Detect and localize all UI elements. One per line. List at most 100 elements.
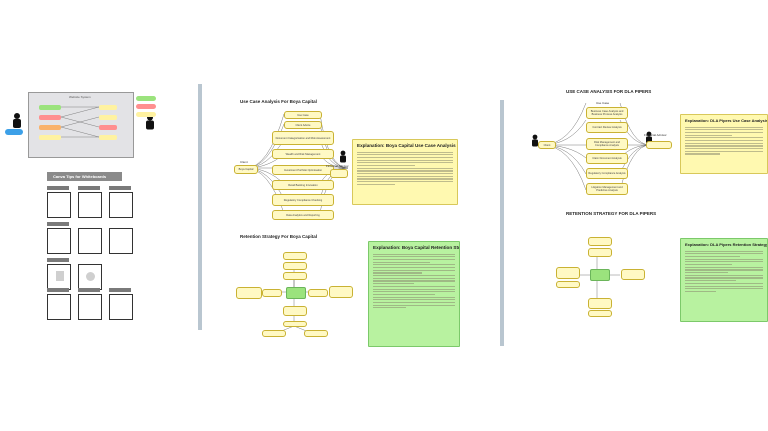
retention-node[interactable] <box>283 252 307 260</box>
tip-card-header <box>47 258 69 262</box>
dla-actor-right-node[interactable] <box>646 141 672 149</box>
tip-card-header <box>78 288 100 292</box>
retention-node[interactable] <box>283 272 307 280</box>
retention-node[interactable] <box>329 286 353 298</box>
dla-retention-node[interactable] <box>588 298 612 309</box>
diagram-node <box>99 135 117 140</box>
boya-use-case-title: Use Case Analysis For Boya Capital <box>240 99 317 104</box>
tip-card-header <box>109 288 131 292</box>
frame-separator <box>500 100 504 346</box>
retention-node[interactable] <box>304 330 328 337</box>
boya-use-case-item[interactable]: Retail Banking Innovation <box>272 180 334 190</box>
retention-node[interactable] <box>308 289 328 297</box>
website-system-diagram[interactable]: Website System <box>28 92 134 158</box>
diagram-connectors <box>60 106 100 138</box>
diagram-node <box>39 125 61 130</box>
boya-use-case-item[interactable]: Regulatory Compliance Checking <box>272 194 334 206</box>
diagram-node <box>99 105 117 110</box>
financial-advisor-icon <box>340 150 346 163</box>
dla-retention-center-node[interactable] <box>590 269 610 281</box>
dla-retention-explanation-box[interactable]: Explanation: DLA Pipers Retention Strate… <box>680 238 768 322</box>
explanation-text-block <box>681 126 767 155</box>
dla-retention-node[interactable] <box>556 281 580 288</box>
boya-center-node[interactable]: Boya Capital <box>234 165 258 174</box>
tip-card[interactable] <box>47 192 71 218</box>
canva-tips-title: Canva Tips for Whiteboards <box>53 174 107 179</box>
tip-card[interactable] <box>47 264 71 290</box>
dla-retention-node[interactable] <box>588 237 612 246</box>
left-panel: Website System Canva Tips for Whiteboard… <box>0 0 200 431</box>
tip-card-header <box>78 186 100 190</box>
dla-use-case-item[interactable]: Business Case Analysis and Business Proc… <box>586 107 628 119</box>
boya-use-case-item[interactable]: Investment Portfolio Optimisation <box>272 165 334 175</box>
tip-card[interactable] <box>109 294 133 320</box>
retention-node[interactable] <box>283 321 307 327</box>
dla-retention-explanation-title: Explanation: DLA Pipers Retention Strate… <box>685 242 768 247</box>
dla-retention-node[interactable] <box>621 269 645 280</box>
actor-label-badge <box>5 129 23 135</box>
boya-actor-left-label: Client <box>240 160 248 164</box>
legend-pill <box>136 96 156 101</box>
boya-right-node[interactable] <box>330 169 348 178</box>
retention-node[interactable] <box>262 330 286 337</box>
boya-actor-right-label: Financial Advisor <box>326 164 349 168</box>
boya-retention-title: Retention Strategy For Boya Capital <box>240 234 318 239</box>
retention-node[interactable] <box>236 287 262 299</box>
retention-center-node[interactable] <box>286 287 306 299</box>
tip-card[interactable] <box>78 192 102 218</box>
boya-use-case-explanation-title: Explanation: Boya Capital Use Case Analy… <box>357 143 456 148</box>
legend-pill <box>136 112 156 117</box>
tip-card-header <box>47 186 69 190</box>
dla-use-case-item[interactable]: Regulatory Compliance Analysis <box>586 168 628 179</box>
boya-retention-explanation-title: Explanation: Boya Capital Retention Stra… <box>373 245 460 250</box>
dla-use-case-item[interactable]: Litigation Management and Predictive Ana… <box>586 183 628 195</box>
retention-node[interactable] <box>283 262 307 270</box>
dla-use-case-item[interactable]: Contract Review Analysis <box>586 122 628 133</box>
tip-card-header <box>109 186 131 190</box>
diagram-node <box>39 115 61 120</box>
dla-retention-node[interactable] <box>556 267 580 279</box>
retention-node[interactable] <box>262 289 282 297</box>
tip-card[interactable] <box>78 228 102 254</box>
dla-actor-left-node[interactable]: Client <box>538 141 556 149</box>
explanation-text-block <box>369 253 459 309</box>
dla-retention-title: RETENTION STRATEGY FOR DLA PIPERS <box>566 211 657 216</box>
diagram-node <box>99 115 117 120</box>
boya-use-case-explanation-box[interactable]: Explanation: Boya Capital Use Case Analy… <box>352 139 458 205</box>
dla-use-case-explanation-title: Explanation: DLA Pipers Use Case Analysi… <box>685 118 768 123</box>
tip-card[interactable] <box>109 228 133 254</box>
boya-use-case-item[interactable]: Client Advice <box>284 121 322 129</box>
explanation-text-block <box>353 151 457 185</box>
boya-use-case-item[interactable]: Wealth and Risk Management <box>272 149 334 159</box>
tip-card[interactable] <box>78 264 102 290</box>
canva-tips-banner[interactable]: Canva Tips for Whiteboards <box>47 172 122 181</box>
diagram-title: Website System <box>69 95 91 99</box>
diagram-node <box>39 105 61 110</box>
client-actor-icon <box>532 134 538 147</box>
tip-card[interactable] <box>109 192 133 218</box>
frame-separator <box>198 84 202 330</box>
dla-retention-node[interactable] <box>588 310 612 317</box>
dla-use-case-explanation-box[interactable]: Explanation: DLA Pipers Use Case Analysi… <box>680 114 768 174</box>
tip-card-header <box>47 288 69 292</box>
dla-use-case-header: Use Case <box>596 101 610 105</box>
diagram-node <box>99 125 117 130</box>
actor-figure-icon <box>13 113 21 128</box>
tip-card-header <box>47 222 69 226</box>
tip-card[interactable] <box>47 294 71 320</box>
dla-retention-node[interactable] <box>588 248 612 257</box>
dla-actor-right-label: Financial Advisor <box>644 133 667 137</box>
boya-use-case-item[interactable]: Use Case <box>284 111 322 119</box>
dla-use-case-item[interactable]: Claim Document Analysis <box>586 153 628 164</box>
boya-retention-explanation-box[interactable]: Explanation: Boya Capital Retention Stra… <box>368 241 460 347</box>
boya-use-case-item[interactable]: Document Categorisation and Risk Assessm… <box>272 131 334 145</box>
tip-card[interactable] <box>78 294 102 320</box>
explanation-text-block <box>681 250 767 292</box>
retention-node[interactable] <box>283 306 307 316</box>
dla-use-case-item[interactable]: Risk Management and Compliance Analysis <box>586 138 628 150</box>
tip-card[interactable] <box>47 228 71 254</box>
boya-use-case-item[interactable]: Data Analytics and Reporting <box>272 210 334 220</box>
dla-use-case-title: USE CASE ANALYSIS FOR DLA PIPERS <box>566 89 652 94</box>
legend-pill <box>136 104 156 109</box>
diagram-node <box>39 135 61 140</box>
